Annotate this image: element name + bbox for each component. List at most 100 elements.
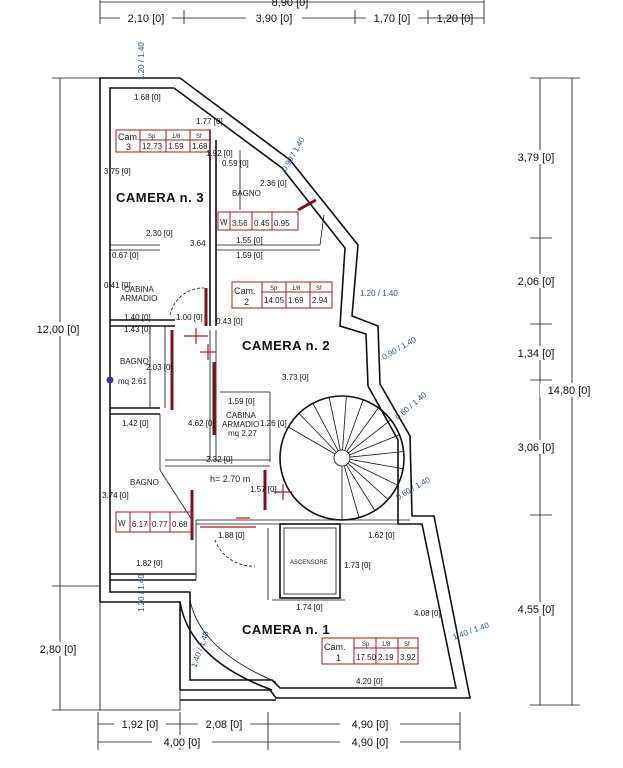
dim-182: 1.82 [0] [136, 559, 163, 568]
room-label-cabina-2b: ARMADIO [222, 420, 259, 429]
dim-203: 2.03 [0] [146, 363, 173, 372]
dim-174: 1.74 [0] [296, 603, 323, 612]
bottom-dim-e: 4,90 [0] [352, 737, 389, 749]
cam1-c2: 2.19 [378, 653, 394, 662]
right-dim-a: 3,79 [0] [518, 152, 555, 164]
dim-168: 1.68 [0] [134, 93, 161, 102]
curved-wall [179, 599, 277, 691]
wc-top-c1: 3.56 [232, 219, 248, 228]
top-total-dim: 8,90 [0] [272, 0, 309, 9]
cam1-num: 1 [336, 653, 341, 663]
left-dimensions: 12,00 [0] 2,80 [0] [30, 77, 100, 711]
stair-tread [312, 403, 339, 452]
dim-232: 2.32 [0] [206, 455, 233, 464]
wc-top-c3: 0.95 [274, 219, 290, 228]
dim-067: 0.67 [0] [112, 251, 139, 260]
wc-low-c1: 6.17 [132, 520, 148, 529]
window-dim-3: 1.20 / 1.40 [360, 289, 398, 298]
wc-low-head: W [118, 519, 126, 528]
internal-walls [110, 130, 410, 601]
stair-tread [349, 434, 400, 456]
dim-142: 1.42 [0] [122, 419, 149, 428]
top-dim-c: 1,70 [0] [374, 13, 411, 25]
cam1-c3h: Sf [404, 642, 410, 648]
dim-157: 1.57 [0] [250, 485, 277, 494]
cam2-c1: 14.05 [264, 296, 285, 305]
dim-126: 1.26 [0] [260, 419, 287, 428]
right-dim-c: 1,34 [0] [518, 348, 555, 360]
cam2-c3: 2.94 [312, 296, 328, 305]
dim-159a: 1.59 [0] [236, 251, 263, 260]
bottom-dim-b: 2,08 [0] [206, 719, 243, 731]
cam3-c1h: Sp [148, 134, 156, 140]
window-dim-2: 0.90 / 1.40 [280, 135, 307, 173]
dim-043: 0.43 [0] [216, 317, 243, 326]
stair-tread [349, 461, 398, 486]
cam1-c3: 3.92 [400, 653, 416, 662]
stair-tread [288, 426, 336, 455]
cam3-c2h: 1/8 [172, 134, 181, 140]
wc-low-c2: 0.77 [152, 520, 168, 529]
dim-230: 2.30 [0] [146, 229, 173, 238]
cam1-c1: 17.50 [356, 653, 377, 662]
dim-155: 1.55 [0] [236, 236, 263, 245]
cam2-c1h: Sp [270, 286, 278, 292]
room-label-cabina-1b: ARMADIO [120, 294, 157, 303]
window-dim-1: 1.20 / 1.40 [137, 42, 146, 80]
dim-159b: 1.59 [0] [228, 397, 255, 406]
right-dim-total: 14,80 [0] [548, 385, 591, 397]
right-dim-e: 4,55 [0] [518, 604, 555, 616]
room-label-bagno-top: BAGNO [232, 189, 261, 198]
stair-tread [347, 463, 389, 500]
room-label-cabina-2a: CABINA [226, 411, 256, 420]
top-dim-b: 3,90 [0] [256, 13, 293, 25]
cam1-c2h: 1/8 [382, 642, 391, 648]
dim-162: 1.62 [0] [368, 531, 395, 540]
dim-236: 2.36 [0] [260, 179, 287, 188]
room-labels: CAMERA n. 3 CAMERA n. 2 CAMERA n. 1 BAGN… [106, 189, 330, 637]
inner-dimensions: 1.68 [0] 1.77 [0] 3.75 [0] 1.92 [0] 0.59… [102, 93, 441, 686]
dim-100: 1.00 [0] [176, 313, 203, 322]
cam3-c3h: Sf [196, 134, 202, 140]
room-label-bagno-mid-area: mq 2.61 [118, 377, 147, 386]
room-label-cabina-1a: CABINA [124, 285, 154, 294]
stair-tread [348, 419, 392, 454]
wc-top-c2: 0.45 [254, 219, 270, 228]
left-dim-lower: 2,80 [0] [40, 644, 77, 656]
right-dimensions: 3,79 [0] 2,06 [0] 1,34 [0] 14,80 [0] 3,0… [508, 77, 598, 706]
stair-tread [349, 458, 404, 470]
cam1-c1h: Sp [362, 642, 370, 648]
dim-462: 4.62 [0] [188, 419, 215, 428]
cam3-c2: 1.59 [168, 142, 184, 151]
dim-375: 3.75 [0] [104, 167, 131, 176]
room-label-cabina-2-area: mq 2.27 [228, 429, 257, 438]
stair-tread [346, 407, 379, 452]
room-table-cam1: Cam. 1 Sp 17.50 1/8 2.19 Sf 3.92 [321, 637, 419, 665]
dim-374: 3.74 [0] [102, 491, 129, 500]
top-dim-d: 1,20 [0] [437, 13, 474, 25]
room-label-camera-2: CAMERA n. 2 [242, 338, 330, 353]
dim-373: 3.73 [0] [282, 373, 309, 382]
right-dim-b: 2,06 [0] [518, 276, 555, 288]
cam3-head: Cam. [118, 132, 140, 142]
dim-140: 1.40 [0] [124, 313, 151, 322]
window-dim-9: 1.40 / 1.40 [452, 620, 491, 642]
dim-041: 0.41 [0] [104, 281, 131, 290]
bagno-marker [106, 376, 114, 384]
top-dim-a: 2,10 [0] [128, 13, 165, 25]
room-label-camera-3: CAMERA n. 3 [116, 190, 204, 205]
bottom-dim-c: 4,90 [0] [352, 719, 389, 731]
stair-tread [343, 465, 360, 518]
stair-tread [349, 451, 404, 458]
bottom-dimensions: 1,92 [0] 2,08 [0] 4,90 [0] 4,00 [0] 4,90… [97, 712, 461, 750]
bottom-dim-a: 1,92 [0] [122, 719, 159, 731]
dim-408: 4.08 [0] [414, 609, 441, 618]
wc-low-c3: 0.68 [172, 520, 188, 529]
room-table-wc-top: W 3.56 0.45 0.95 [217, 211, 299, 231]
dim-192: 1.92 [0] [206, 149, 233, 158]
cam2-c2: 1.69 [288, 296, 304, 305]
room-table-wc-low: W 6.17 0.77 0.68 [115, 511, 193, 533]
room-table-cam3: Cam. 3 Sp 12.73 1/8 1.59 Sf 1.68 [115, 129, 211, 153]
window-dim-7: 1.20 / 1.40 [137, 574, 146, 612]
